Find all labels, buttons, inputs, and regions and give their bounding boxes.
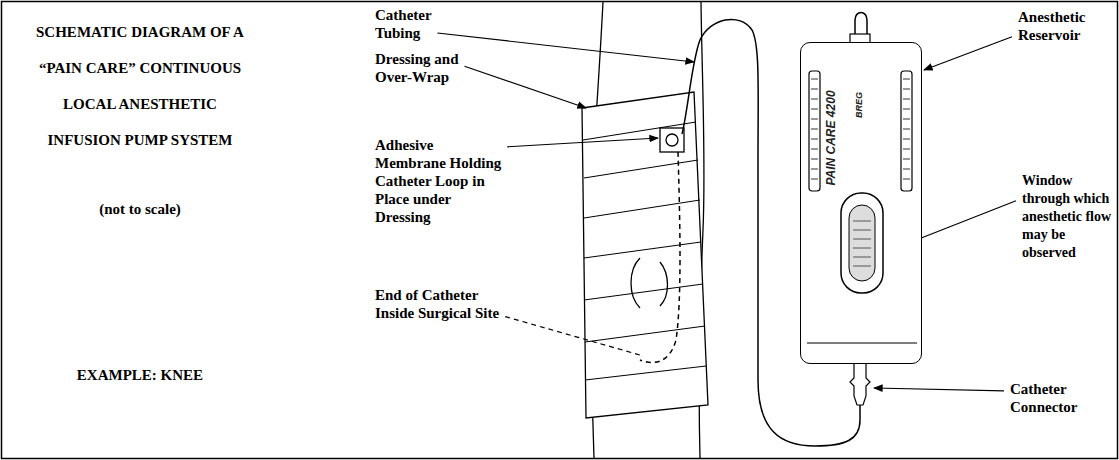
gauge-tick [811, 109, 818, 110]
flow-line [853, 230, 871, 231]
gauge-tick [903, 179, 910, 180]
wrap-lines [583, 122, 706, 380]
diagram-title: SCHEMATIC DIAGRAM OF A “PAIN CARE” CONTI… [30, 14, 250, 158]
callout-label: (not to scale) [40, 200, 240, 218]
leader-line [874, 388, 1004, 391]
flow-line [853, 257, 871, 258]
gauge-tick [811, 159, 818, 160]
model-name: PAIN CARE 4200 [824, 90, 838, 185]
brand-name: BREG [854, 92, 864, 118]
gauge-tick [811, 149, 818, 150]
callout-label: EXAMPLE: KNEE [40, 366, 240, 384]
gauge-tick [903, 119, 910, 120]
pump-reservoir: PAIN CARE 4200 BREG [800, 42, 922, 364]
incision [631, 258, 640, 308]
flow-window [841, 193, 883, 293]
flow-window-inner [849, 205, 875, 281]
flow-line [853, 248, 871, 249]
leader-line [465, 66, 587, 108]
base-line [807, 343, 917, 344]
catheter-connector [850, 362, 870, 405]
gauge-tick [903, 159, 910, 160]
callout-label: Window through which anesthetic flow may… [1022, 172, 1112, 262]
gauge-tick [903, 169, 910, 170]
gauge-tick [811, 179, 818, 180]
gauge-tick [811, 89, 818, 90]
callout-label: Catheter Tubing [375, 6, 460, 42]
flow-line [853, 221, 871, 222]
callout-label: End of Catheter Inside Surgical Site [375, 286, 520, 322]
gauge-tick [903, 79, 910, 80]
gauge [809, 71, 820, 191]
gauge-tick [903, 129, 910, 130]
adhesive-membrane [660, 128, 684, 152]
flow-line [853, 266, 871, 267]
flow-line [853, 239, 871, 240]
incision [660, 262, 668, 306]
leader-line [507, 138, 658, 147]
gauge-tick [903, 89, 910, 90]
gauge-tick [811, 169, 818, 170]
gauge-tick [811, 99, 818, 100]
gauge-tick [811, 119, 818, 120]
callout-label: Catheter Connector [1010, 380, 1100, 416]
gauge-tick [811, 129, 818, 130]
leader-line [924, 37, 1012, 70]
callout-label: Adhesive Membrane Holding Catheter Loop … [375, 136, 505, 226]
gauge-tick [903, 149, 910, 150]
leader-line [505, 317, 640, 355]
gauge-tick [903, 99, 910, 100]
callout-label: Anesthetic Reservoir [1018, 8, 1108, 44]
catheter-loop [666, 134, 678, 146]
leader-line [437, 33, 694, 62]
gauge-tick [811, 79, 818, 80]
catheter-inside [640, 152, 680, 363]
gauge-tick [811, 139, 818, 140]
callout-label: Dressing and Over-Wrap [375, 50, 480, 86]
gauge-tick [903, 139, 910, 140]
gauge-tick [903, 109, 910, 110]
pump-details [801, 43, 923, 365]
gauge [901, 71, 912, 191]
